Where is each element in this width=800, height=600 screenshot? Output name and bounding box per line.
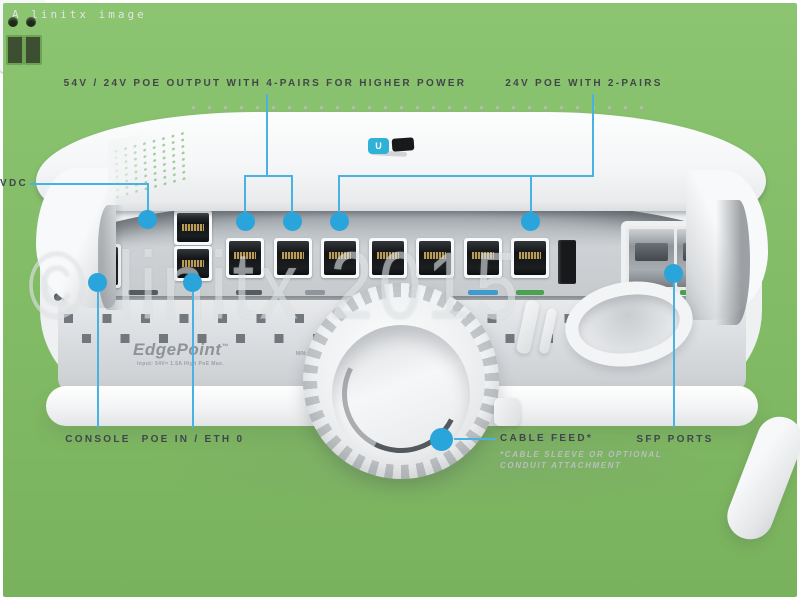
callout-line-24v-mid xyxy=(530,175,532,215)
rj45-pins xyxy=(329,252,351,259)
rj45-jack xyxy=(229,241,261,275)
callout-line-24v-bracket xyxy=(338,175,594,177)
led-bar-1 xyxy=(128,290,158,295)
brand-name: EdgePoint xyxy=(133,340,222,359)
ethernet-port-5 xyxy=(416,238,454,278)
rj45-pins xyxy=(182,260,204,267)
rj45-pins xyxy=(471,252,494,259)
callout-line-poeout-right xyxy=(291,175,293,215)
callout-line-vdc-h xyxy=(30,183,148,185)
ethernet-port-6 xyxy=(463,238,502,278)
callout-line-vdc-v xyxy=(147,183,149,213)
label-cable-feed-note-2: CONDUIT ATTACHMENT xyxy=(500,461,622,470)
trademark-symbol: ™ xyxy=(221,343,230,351)
ubiquiti-logo-icon: U xyxy=(368,138,389,154)
ethernet-port-3 xyxy=(321,238,359,278)
label-poe-output: 54V / 24V POE OUTPUT WITH 4-PAIRS FOR HI… xyxy=(63,78,467,89)
label-console: CONSOLE xyxy=(65,434,131,445)
label-poe-in: POE IN / ETH 0 xyxy=(141,434,245,445)
rj45-pins xyxy=(281,252,304,259)
callout-dot-24v-2 xyxy=(521,212,540,231)
credit-text: A linitx image xyxy=(12,8,147,21)
callout-dot-24v-1 xyxy=(330,212,349,231)
callout-line-poein xyxy=(192,292,194,428)
cable-gland-knob xyxy=(303,283,499,479)
blank-slot xyxy=(558,240,576,284)
retainer-clip-3 xyxy=(494,398,520,426)
rj45-jack xyxy=(514,241,546,275)
label-24v-poe: 24V POE WITH 2-PAIRS xyxy=(505,78,663,89)
callout-line-poeout-left xyxy=(244,175,246,215)
callout-dot-poeout-1 xyxy=(236,212,255,231)
callout-dot-poeout-2 xyxy=(283,212,302,231)
spec-text: Input: 54V= 1.5A High PoE Max. xyxy=(137,361,224,367)
brand-text: EdgePoint™ xyxy=(133,341,229,358)
rj45-pins xyxy=(182,224,204,231)
callout-dot-vdc xyxy=(138,210,157,229)
rj45-jack xyxy=(371,241,404,275)
callout-dot-poein xyxy=(183,273,202,292)
label-sfp-ports: SFP PORTS xyxy=(636,434,714,445)
screw-1 xyxy=(54,293,62,301)
ethernet-port-4 xyxy=(368,238,407,278)
rj45-jack xyxy=(466,241,499,275)
ethernet-port-7 xyxy=(511,238,549,278)
led-bar-3 xyxy=(305,290,325,295)
rj45-pins xyxy=(234,252,256,259)
cover-latch xyxy=(391,137,415,152)
rj45-jack xyxy=(324,241,356,275)
terminal-screw xyxy=(26,17,36,27)
terminal-slot xyxy=(6,35,24,65)
cover-right-inner-shadow xyxy=(716,200,750,325)
rj45-pins xyxy=(519,252,541,259)
cover-left-inner-shadow xyxy=(98,205,124,310)
callout-line-poeout-stem xyxy=(266,94,268,176)
ethernet-port-2 xyxy=(273,238,312,278)
callout-dot-cablefeed xyxy=(430,428,453,451)
cover-vent-dots xyxy=(192,106,648,109)
callout-dot-sfp xyxy=(664,264,683,283)
terminal-slot xyxy=(24,35,42,65)
rj45-jack xyxy=(419,241,451,275)
callout-line-24v-left xyxy=(338,175,340,215)
led-bar-6 xyxy=(516,290,544,295)
callout-line-poeout-bracket xyxy=(244,175,293,177)
label-cable-feed-note-1: *CABLE SLEEVE OR OPTIONAL xyxy=(500,450,663,459)
terminal-screw xyxy=(8,17,18,27)
rj45-jack xyxy=(177,213,209,242)
callout-line-sfp xyxy=(673,283,675,427)
rj45-pins xyxy=(376,252,399,259)
watermark: © linitx 2015 xyxy=(28,231,524,340)
callout-line-console xyxy=(97,292,99,428)
led-bar-2 xyxy=(236,290,262,295)
ethernet-port-1 xyxy=(226,238,264,278)
callout-dot-console xyxy=(88,273,107,292)
stacked-port-top xyxy=(174,210,212,245)
led-bar-5 xyxy=(468,290,498,295)
callout-line-24v-stem xyxy=(592,94,594,176)
label-cable-feed: CABLE FEED* xyxy=(500,433,594,444)
callout-line-cablefeed xyxy=(454,438,496,440)
sfp-cage-1 xyxy=(629,229,674,287)
rj45-jack xyxy=(276,241,309,275)
label-vdc: VDC xyxy=(0,178,29,189)
rj45-pins xyxy=(424,252,446,259)
